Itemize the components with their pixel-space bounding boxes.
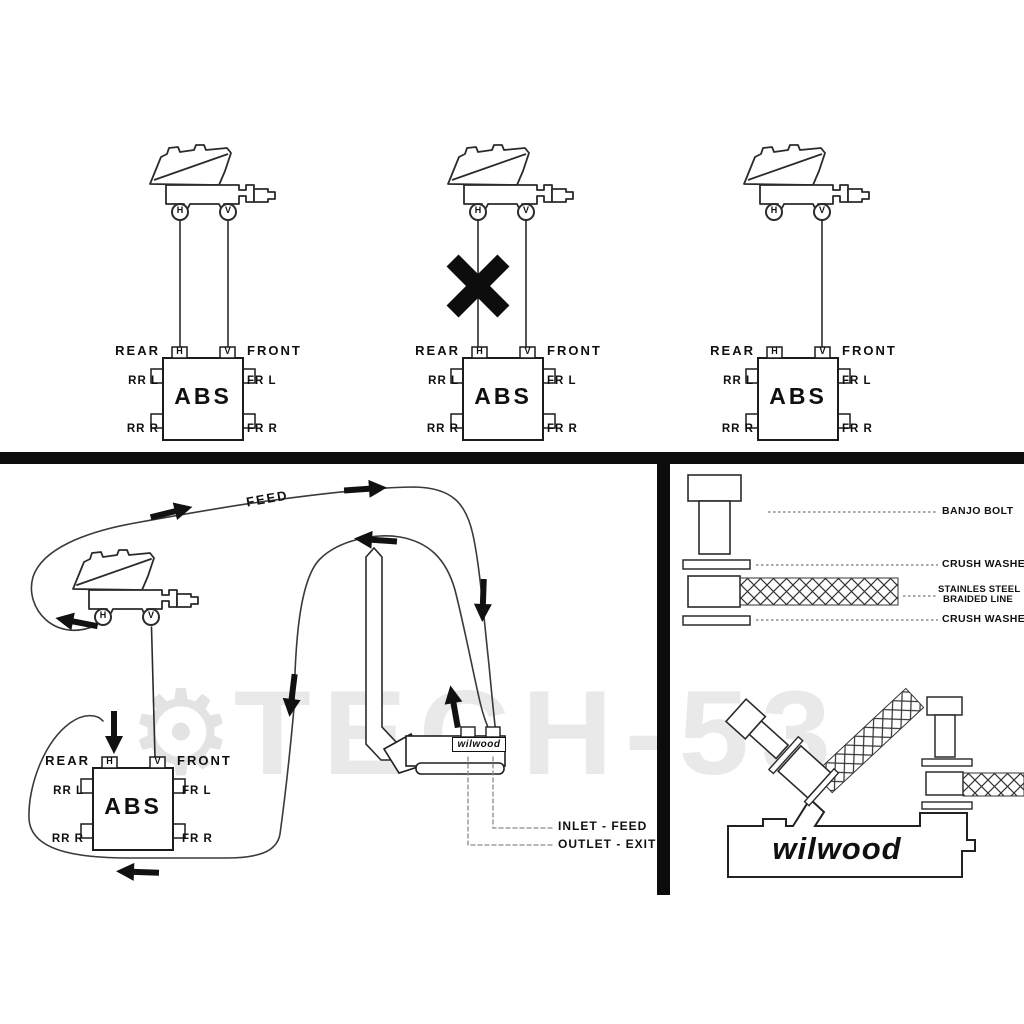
fr-l-label: FR L [547,375,577,387]
parts-panel [682,474,938,626]
rr-l-label: RR L [53,785,84,797]
part-label-braided-line-1: STAINLES STEEL [938,584,1021,595]
flow-arrow-left-bottom [115,862,160,882]
flow-arrow-right-1 [148,498,195,527]
watermark-text: TECH-53 [233,665,843,800]
rr-l-label: RR L [723,375,754,387]
flow-caliper [382,726,506,775]
mc-port-h-label: H [770,205,778,215]
abs-port-v-label: V [524,346,531,356]
assembly-view [724,687,1024,878]
banjo-bolt-drawing [687,474,742,555]
assembly-brand-logo: wilwood [772,831,902,866]
flow-arrow-right-2 [343,478,388,500]
diagram-correct-dual-line [149,144,276,441]
rr-r-label: RR R [126,423,159,435]
fr-l-label: FR L [182,785,212,797]
abs-port-h-label: H [476,346,483,356]
abs-label: ABS [474,383,532,409]
abs-port-v-label: V [224,346,231,356]
rear-label: REAR [45,753,90,768]
fr-r-label: FR R [247,423,278,435]
flow-arrow-down-return [280,673,304,718]
rr-l-label: RR L [428,375,459,387]
abs-port-h-label: H [176,346,183,356]
watermark: ⚙TECH-53 [128,660,843,805]
flow-arrow-up-exit [441,683,467,730]
front-label: FRONT [177,753,232,768]
feed-curve [30,486,497,735]
part-label-crush-washer-1: CRUSH WASHER [942,558,1024,570]
abs-label: ABS [174,383,232,409]
part-label-braided-line: STAINLES STEEL BRAIDED LINE [938,584,1021,605]
mc-port-h-label: H [176,205,184,215]
master-cylinder [72,549,199,626]
caliper-brand-label: wilwood [452,737,506,752]
part-label-banjo-bolt: BANJO BOLT [942,505,1014,517]
flow-arrow-left-mc [53,609,100,636]
inlet-feed-label: INLET - FEED [558,819,648,833]
stacked-parts [921,696,1024,810]
abs-port-v-label: V [154,756,161,766]
divider-horizontal [0,452,1024,464]
abs-port-v-label: V [819,346,826,356]
flow-diagram [28,478,553,882]
master-cylinder [743,144,870,221]
part-label-braided-line-2: BRAIDED LINE [943,593,1013,605]
brake-lines [179,220,229,347]
abs-label: ABS [769,383,827,409]
mc-port-h-label: H [474,205,482,215]
divider-vertical [657,452,670,895]
fr-r-label: FR R [547,423,578,435]
assembly-banjo-bolt [724,698,840,807]
abs-label: ABS [104,793,162,819]
mc-port-v-label: V [522,205,529,215]
master-cylinder [447,144,574,221]
braided-line-drawing [687,575,899,608]
fr-l-label: FR L [247,375,277,387]
mc-port-v-label: V [147,610,154,620]
abs-loop-curve [28,707,295,859]
diagram-crossed-out [446,144,574,441]
rr-l-label: RR L [128,375,159,387]
front-label: FRONT [547,343,602,358]
port-leader-lines [467,756,553,846]
flow-arrow-down-abs [105,711,123,754]
rr-r-label: RR R [51,833,84,845]
diagram-single-line [743,144,870,441]
rear-label: REAR [115,343,160,358]
part-label-crush-washer-2: CRUSH WASHER [942,613,1024,625]
outlet-exit-label: OUTLET - EXIT [558,837,657,851]
abs-port-h-label: H [106,756,113,766]
rear-label: REAR [710,343,755,358]
fr-r-label: FR R [842,423,873,435]
cross-out-x-icon [446,254,510,318]
assembly-caliper-body [727,797,976,878]
exit-channel [365,546,398,761]
mc-port-v-label: V [818,205,825,215]
rr-r-label: RR R [721,423,754,435]
fr-l-label: FR L [842,375,872,387]
part-leader-lines [756,511,938,621]
rear-label: REAR [415,343,460,358]
mc-port-h-label: H [99,610,107,620]
rr-r-label: RR R [426,423,459,435]
crush-washer-drawing-1 [682,559,751,570]
flow-arrow-down-feed [473,578,493,623]
crush-washer-drawing-2 [682,615,751,626]
mc-port-v-label: V [224,205,231,215]
fr-r-label: FR R [182,833,213,845]
front-label: FRONT [247,343,302,358]
return-curve [293,535,492,735]
front-label: FRONT [842,343,897,358]
brake-line-v [150,626,156,758]
abs-port-h-label: H [771,346,778,356]
flow-arrow-left-arch [353,529,398,551]
master-cylinder [149,144,276,221]
